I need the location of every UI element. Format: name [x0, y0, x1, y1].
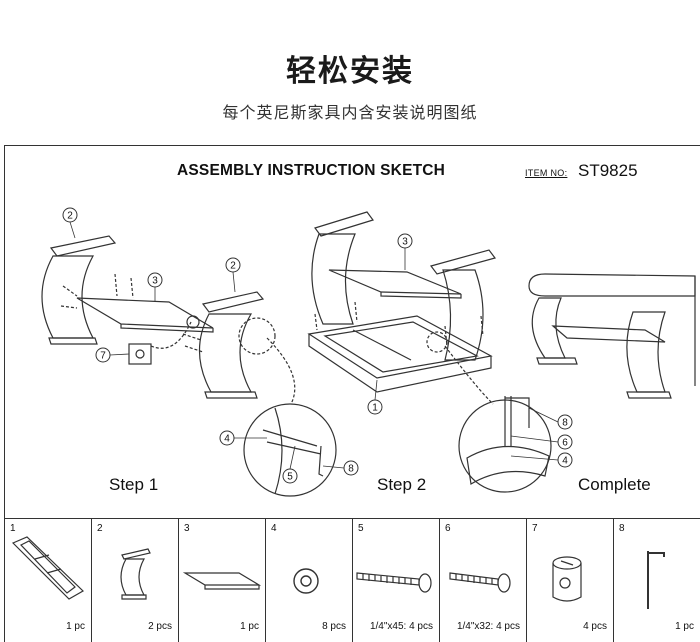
part-quantity: 2 pcs	[148, 621, 172, 632]
part-cell-6: 6 1/4"x32: 4 pcs	[440, 519, 527, 642]
part-quantity: 1/4"x45: 4 pcs	[369, 621, 433, 632]
callout-2b: 2	[230, 261, 236, 272]
short-bolt-icon	[449, 572, 511, 593]
parts-list: 1 1 pc 2 2 pcs 3 1 pc	[4, 518, 700, 642]
part-quantity: 1 pc	[675, 621, 694, 632]
part-quantity: 1 pc	[66, 621, 85, 632]
part-number: 3	[184, 523, 190, 534]
callout-2a: 2	[67, 211, 73, 222]
part-cell-8: 8 1 pc	[614, 519, 700, 642]
shelf-board-icon	[182, 572, 262, 590]
part-number: 1	[10, 523, 16, 534]
part-number: 5	[358, 523, 364, 534]
base-frame-icon	[11, 536, 84, 600]
item-no-label: ITEM NO:	[525, 168, 568, 178]
part-number: 7	[532, 523, 538, 534]
callout-3b: 3	[402, 237, 408, 248]
part-number: 2	[97, 523, 103, 534]
part-quantity: 8 pcs	[322, 621, 346, 632]
cam-lock-icon	[552, 556, 582, 602]
part-number: 6	[445, 523, 451, 534]
side-panel-icon	[120, 548, 151, 600]
callout-1: 1	[372, 403, 378, 414]
part-cell-4: 4 8 pcs	[266, 519, 353, 642]
part-quantity: 1 pc	[240, 621, 259, 632]
callout-7: 7	[100, 351, 106, 362]
sheet-title: ASSEMBLY INSTRUCTION SKETCH	[177, 162, 446, 179]
part-number: 4	[271, 523, 277, 534]
part-cell-5: 5 1/4"x45: 4 pcs	[353, 519, 440, 642]
callout-8b: 8	[562, 418, 568, 429]
part-cell-3: 3 1 pc	[179, 519, 266, 642]
callout-4b: 4	[562, 456, 568, 467]
assembly-drawing: 2 3 2 7 4 5 8 3 1 8 6 4	[41, 207, 696, 497]
part-cell-1: 1 1 pc	[4, 519, 92, 642]
washer-icon	[293, 568, 319, 594]
callout-3a: 3	[152, 276, 158, 287]
part-number: 8	[619, 523, 625, 534]
page-subtitle: 每个英尼斯家具内含安装说明图纸	[222, 103, 478, 122]
callout-8a: 8	[348, 464, 354, 475]
callout-4a: 4	[224, 434, 230, 445]
part-cell-7: 7 4 pcs	[527, 519, 614, 642]
item-no-value: ST9825	[578, 161, 638, 180]
step-2-label: Step 2	[377, 475, 427, 494]
step-1-label: Step 1	[109, 475, 159, 494]
callout-5: 5	[287, 472, 293, 483]
page-title: 轻松安装	[286, 54, 414, 89]
complete-label: Complete	[578, 475, 651, 494]
part-cell-2: 2 2 pcs	[92, 519, 179, 642]
part-quantity: 4 pcs	[583, 621, 607, 632]
allen-key-icon	[647, 551, 665, 609]
callout-6: 6	[562, 438, 568, 449]
part-quantity: 1/4"x32: 4 pcs	[456, 621, 520, 632]
long-bolt-icon	[356, 572, 432, 593]
